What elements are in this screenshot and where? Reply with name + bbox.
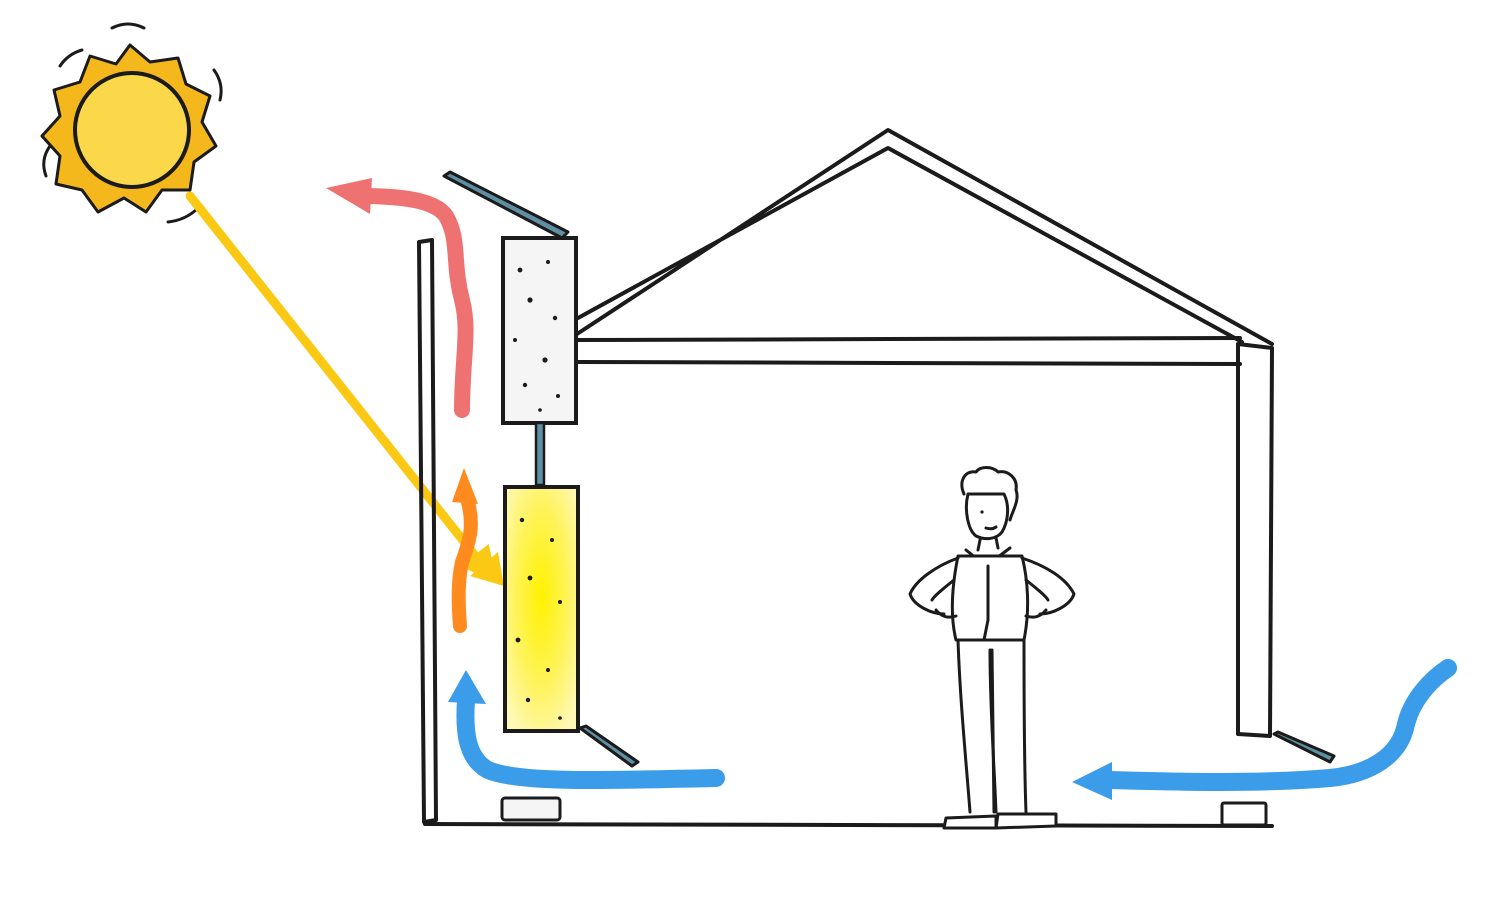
floor-vent-left: [500, 796, 562, 822]
upper-concrete-panel: [501, 236, 578, 425]
ceiling-beam: [575, 336, 1242, 366]
floor-vent-right: [1220, 801, 1268, 827]
outdoor-cool-air-arrow: [1072, 659, 1457, 800]
hot-air-exhaust-arrow: [326, 178, 474, 418]
person-icon: [908, 466, 1076, 830]
chimney-outer-wall: [417, 238, 438, 824]
cool-air-inlet-arrow: [448, 670, 725, 790]
house-structure: [417, 128, 1274, 828]
sun-icon: [40, 22, 223, 224]
warm-air-rising-arrow: [451, 468, 478, 633]
floor: [423, 822, 1274, 828]
right-vent-flap: [1272, 730, 1336, 764]
panel-connector-rod: [534, 421, 546, 487]
heated-absorber-panel: [503, 485, 580, 733]
bottom-vent-flap: [578, 724, 640, 768]
sunbeam-arrowhead: [470, 552, 504, 586]
top-vent-flap: [442, 170, 570, 240]
right-wall-post: [1236, 342, 1274, 738]
sunbeam-arrow: [185, 191, 497, 584]
concrete-speckles: [513, 260, 560, 412]
roof: [575, 128, 1274, 346]
absorber-speckles: [515, 517, 562, 720]
